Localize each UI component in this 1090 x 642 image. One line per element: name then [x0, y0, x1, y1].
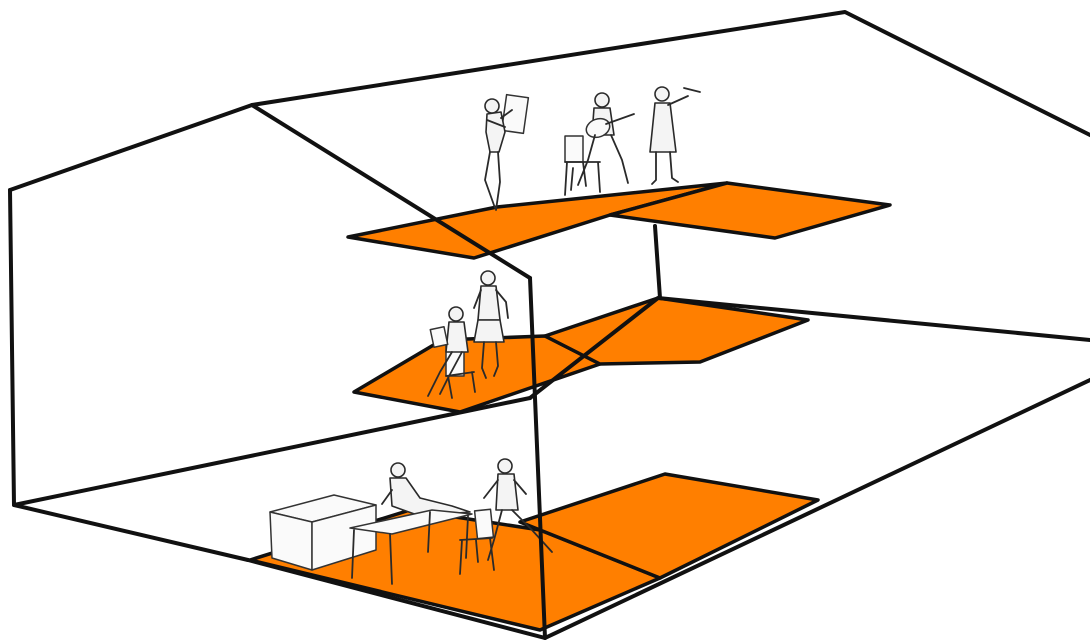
crate — [269, 494, 377, 571]
front-floor-line — [246, 378, 1090, 640]
violinist — [649, 86, 701, 185]
chair — [564, 135, 601, 196]
front-gable — [8, 103, 532, 280]
ground-platform-right — [518, 472, 820, 580]
back-floor-line — [12, 396, 532, 507]
seated-reader — [427, 306, 476, 399]
standing-woman — [473, 270, 509, 379]
table — [349, 509, 473, 585]
back-roof-line — [250, 10, 1090, 137]
upper-platform-support-post — [653, 224, 662, 300]
front-corner-post — [528, 276, 547, 640]
middle-back-line — [528, 296, 1090, 400]
figure-holding-chair — [459, 458, 553, 575]
middle-level — [352, 270, 810, 414]
middle-platform-right — [543, 296, 810, 366]
ground-level — [248, 458, 820, 632]
front-left-wall — [8, 188, 250, 562]
house-wireframe — [8, 10, 1090, 640]
upper-level — [346, 86, 892, 300]
upper-platform-right — [608, 181, 892, 240]
figure-carrying-box — [484, 93, 530, 211]
reclining-figure — [381, 462, 471, 517]
guitarist — [577, 92, 635, 186]
